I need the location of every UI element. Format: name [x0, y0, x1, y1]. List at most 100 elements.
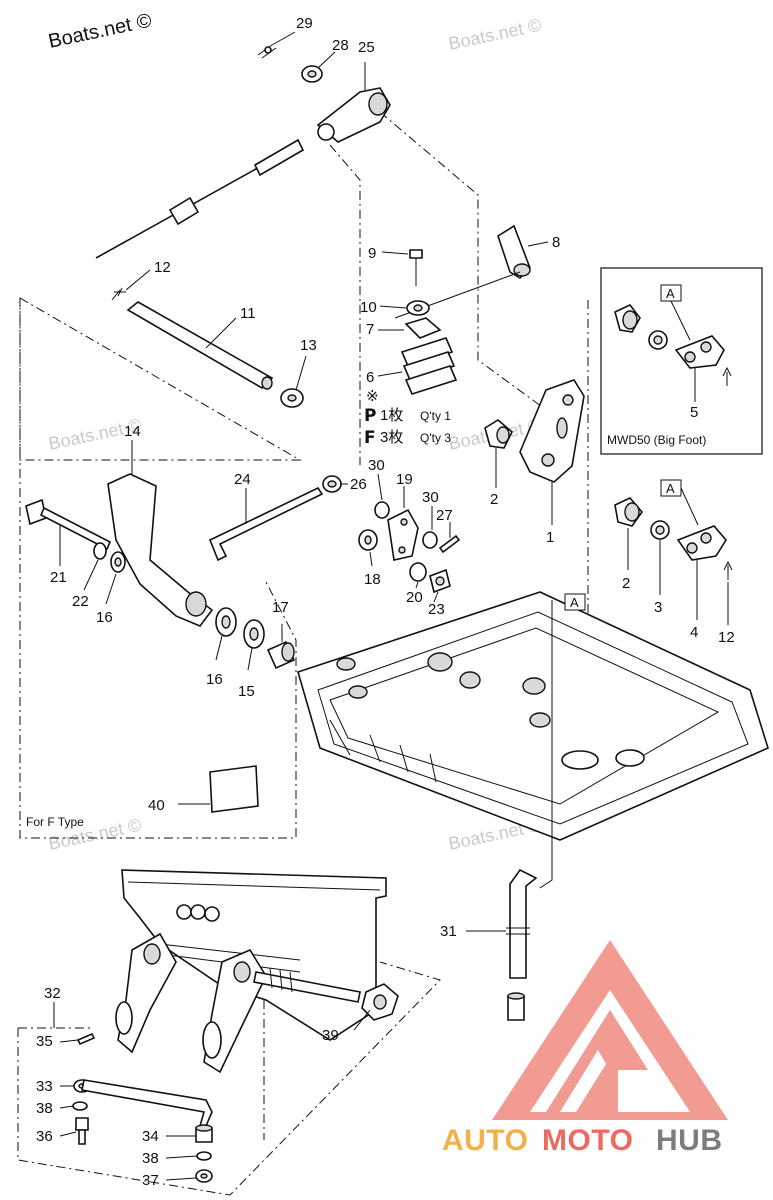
callout-16a: 16 [96, 609, 113, 626]
part-7-plate [404, 317, 442, 339]
part-2-bushing [614, 497, 644, 527]
inset-bracket-5 [674, 335, 725, 369]
inset-damper [648, 330, 668, 350]
callout-22: 22 [72, 593, 89, 610]
note-p-qty-en: Q'ty 1 [420, 409, 451, 423]
callout-30b: 30 [422, 489, 439, 506]
note-p-qty-jp: 1枚 [380, 407, 403, 424]
part-27-pin [438, 534, 461, 554]
part-11-shaft [126, 301, 274, 390]
part-34-link-rod [81, 1079, 213, 1127]
callout-13: 13 [300, 337, 317, 354]
logo-triangle-icon [492, 940, 728, 1120]
callout-36: 36 [36, 1128, 53, 1145]
logo-text-hub: HUB [656, 1124, 723, 1157]
part-3-damper [650, 520, 670, 540]
callout-28: 28 [332, 37, 349, 54]
part-25-cable-end [316, 87, 391, 143]
callout-10: 10 [360, 299, 377, 316]
part-40-label [209, 765, 259, 813]
leader-dash-a [379, 111, 561, 421]
part-31-tube [506, 868, 538, 1021]
watermark-faint-1: Boats.net © [447, 15, 543, 54]
part-9-bolt [409, 249, 423, 286]
part-30-washer-a [374, 501, 390, 519]
callout-38b: 38 [142, 1150, 159, 1167]
callout-39: 39 [322, 1027, 339, 1044]
automotohub-logo: AUTO MOTO HUB [442, 940, 728, 1157]
control-housing-frame [297, 591, 769, 841]
callout-8: 8 [552, 234, 560, 251]
callout-40: 40 [148, 797, 165, 814]
callout-34: 34 [142, 1128, 159, 1145]
callout-27: 27 [436, 507, 453, 524]
throttle-cable [95, 138, 305, 259]
callout-32: 32 [44, 985, 61, 1002]
part-12-pin-right [723, 560, 733, 580]
callout-25: 25 [358, 39, 375, 56]
callout-26: 26 [350, 476, 367, 493]
note-asterisk: ※ [366, 388, 379, 405]
part-20-washer [409, 562, 427, 582]
callout-16b: 16 [206, 671, 223, 688]
part-22-lockwasher [93, 542, 107, 560]
callout-14: 14 [124, 423, 141, 440]
part-14-arm [107, 473, 214, 627]
part-38-washer-b [196, 1151, 212, 1161]
inset-bushing [614, 304, 641, 333]
callout-29: 29 [296, 15, 313, 32]
callout-18: 18 [364, 571, 381, 588]
callout-2a: 2 [490, 491, 498, 508]
part-34-bushing [195, 1124, 213, 1143]
part-18-washer [358, 529, 378, 551]
callout-6: 6 [366, 369, 374, 386]
callout-31: 31 [440, 923, 457, 940]
part-28-washer [301, 65, 323, 83]
callout-7: 7 [366, 321, 374, 338]
note-p-label: P [364, 406, 376, 426]
part-24-rod [208, 486, 324, 562]
callout-17: 17 [272, 599, 289, 616]
part-21-bolt [25, 498, 112, 551]
part-23-nut [429, 568, 451, 594]
part-16-washer-b [215, 607, 237, 637]
callout-2b: 2 [622, 575, 630, 592]
callout-3: 3 [654, 599, 662, 616]
part-19-plate [387, 508, 419, 561]
callout-4: 4 [690, 624, 698, 641]
logo-text-auto: AUTO [442, 1124, 528, 1157]
for-f-type-outline [19, 297, 302, 839]
callout-15: 15 [238, 683, 255, 700]
callout-30a: 30 [368, 457, 385, 474]
part-1-bracket [519, 379, 585, 483]
part-6-shims [400, 337, 458, 395]
callout-5: 5 [690, 404, 698, 421]
callout-35: 35 [36, 1033, 53, 1050]
leader-dash-b [329, 144, 361, 465]
callout-23: 23 [428, 601, 445, 618]
for-f-type-label: For F Type [26, 815, 84, 829]
callout-9: 9 [368, 245, 376, 262]
part-2-bushing-center [484, 419, 513, 449]
inset-letter-1: A [666, 286, 675, 301]
letter-a2: A [666, 481, 675, 496]
letter-box-a3 [564, 593, 586, 611]
letter-a3: A [570, 595, 579, 610]
part-15-bushing [243, 619, 265, 649]
inset-caption: MWD50 (Big Foot) [607, 433, 706, 447]
callout-12a: 12 [154, 259, 171, 276]
lower-lever-right [202, 948, 267, 1074]
logo-text-moto: MOTO [542, 1124, 633, 1157]
part-4-bracket [676, 525, 727, 561]
note-f-label: F [364, 428, 376, 448]
watermark-main: Boats.net © [46, 10, 153, 53]
callout-1: 1 [546, 529, 554, 546]
callout-21: 21 [50, 569, 67, 586]
callout-12b: 12 [718, 629, 735, 646]
part-12-pin-left [111, 287, 126, 301]
part-16-washer-a [110, 551, 126, 573]
callout-38a: 38 [36, 1100, 53, 1117]
part-37-nut [195, 1169, 213, 1183]
lower-lever-left [115, 932, 177, 1054]
